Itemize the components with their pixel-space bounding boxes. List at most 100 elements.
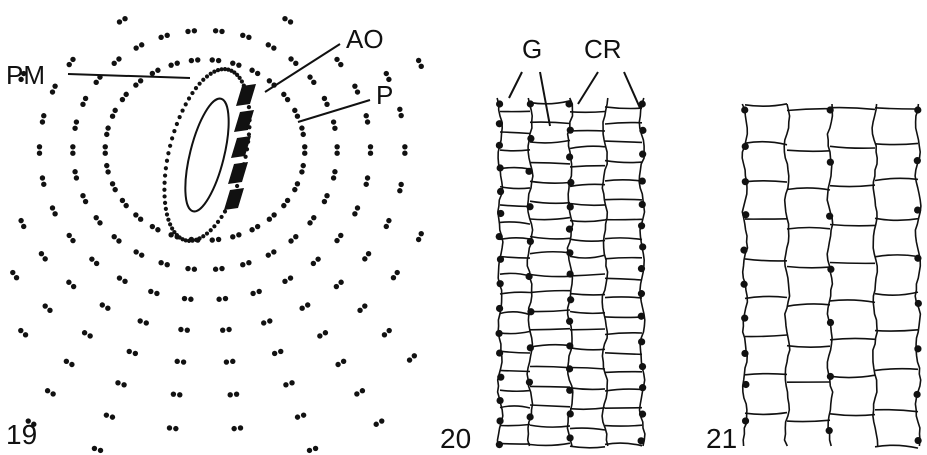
- kinetosome: [397, 107, 402, 112]
- kinetosome: [116, 56, 121, 61]
- kinetosome: [331, 119, 336, 124]
- granule: [496, 233, 503, 240]
- transverse-silverline: [500, 150, 530, 151]
- transverse-silverline: [570, 255, 605, 258]
- kinetosome: [80, 193, 85, 198]
- transverse-silverline: [745, 374, 787, 375]
- paroral-dot: [162, 194, 166, 198]
- granule: [566, 365, 573, 372]
- transverse-silverline: [605, 443, 642, 446]
- transverse-silverline: [605, 317, 642, 318]
- granule: [742, 178, 749, 185]
- paroral-dot: [168, 144, 172, 148]
- transverse-silverline: [530, 101, 570, 104]
- transverse-silverline: [875, 292, 918, 295]
- transverse-silverline: [605, 161, 642, 163]
- transverse-silverline: [500, 292, 530, 294]
- kinetosome: [334, 284, 339, 289]
- transverse-silverline: [530, 366, 570, 367]
- transverse-silverline: [500, 222, 530, 224]
- paroral-dot: [166, 151, 170, 155]
- kinetosome: [127, 349, 132, 354]
- paroral-dot: [184, 102, 188, 106]
- kinetosome: [171, 391, 176, 396]
- paroral-dot: [164, 166, 168, 170]
- kinetosome: [74, 175, 79, 180]
- kinetosome: [246, 35, 251, 40]
- kinetosome: [69, 362, 74, 367]
- kinetosome: [341, 359, 346, 364]
- transverse-silverline: [530, 405, 570, 407]
- kinetosome: [398, 113, 403, 118]
- panel-number-21: 21: [706, 423, 737, 454]
- transverse-silverline: [570, 204, 605, 206]
- granule: [915, 437, 922, 444]
- paroral-dot: [180, 108, 184, 112]
- label-ao: AO: [346, 24, 384, 54]
- paroral-dot: [223, 209, 227, 213]
- kinetosome: [255, 224, 260, 229]
- transverse-silverline: [530, 345, 570, 347]
- granule: [914, 255, 921, 262]
- leader-line-p: [298, 100, 370, 122]
- kinetosome: [105, 306, 110, 311]
- granule: [742, 211, 749, 218]
- label-cr: CR: [584, 34, 622, 64]
- granule: [639, 363, 646, 370]
- kinetosome: [175, 359, 180, 364]
- kinetosome: [216, 58, 221, 63]
- granule: [639, 127, 646, 134]
- kinetosome: [155, 68, 160, 73]
- granule: [566, 434, 573, 441]
- kinetosome: [293, 61, 298, 66]
- transverse-silverline: [500, 312, 530, 315]
- granule: [497, 374, 504, 381]
- kinetosome: [231, 426, 236, 431]
- meridian: [872, 104, 878, 446]
- kinetosome: [285, 97, 290, 102]
- transverse-silverline: [605, 372, 642, 373]
- panel-number-19: 19: [6, 419, 37, 450]
- kinetosome: [138, 78, 143, 83]
- kinetosome: [307, 448, 312, 453]
- transverse-silverline: [830, 300, 875, 303]
- granule: [567, 203, 574, 210]
- kinetosome: [42, 256, 47, 261]
- transverse-silverline: [787, 227, 830, 229]
- granule: [567, 179, 574, 186]
- kinetosome: [226, 327, 231, 332]
- kinetosome: [281, 203, 286, 208]
- kinetosome: [219, 266, 224, 271]
- transverse-silverline: [530, 140, 570, 143]
- granule: [638, 222, 645, 229]
- kinetosome: [192, 267, 197, 272]
- kinetosome: [103, 151, 108, 156]
- kinetosome: [307, 220, 312, 225]
- kinetosome: [292, 187, 297, 192]
- kinetosome: [148, 289, 153, 294]
- kinetosome: [42, 303, 47, 308]
- granule: [915, 300, 922, 307]
- kinetosome: [67, 62, 72, 67]
- kinetosome: [185, 29, 190, 34]
- kinetosome: [338, 233, 343, 238]
- kinetosome: [98, 448, 103, 453]
- paroral-dot: [165, 159, 169, 163]
- granule: [566, 318, 573, 325]
- kinetosome: [230, 234, 235, 239]
- transverse-silverline: [500, 205, 530, 207]
- kinetosome: [267, 78, 272, 83]
- transverse-silverline: [530, 163, 570, 164]
- transverse-silverline: [570, 348, 605, 350]
- kinetosome: [72, 126, 77, 131]
- kinetosome: [364, 113, 369, 118]
- transverse-silverline: [530, 201, 570, 203]
- kinetosome: [213, 267, 218, 272]
- kinetosome: [362, 303, 367, 308]
- kinetosome: [168, 62, 173, 67]
- kinetosome: [74, 119, 79, 124]
- kinetosome: [178, 327, 183, 332]
- kinetosome: [362, 256, 367, 261]
- granule: [496, 120, 503, 127]
- granule: [496, 142, 503, 149]
